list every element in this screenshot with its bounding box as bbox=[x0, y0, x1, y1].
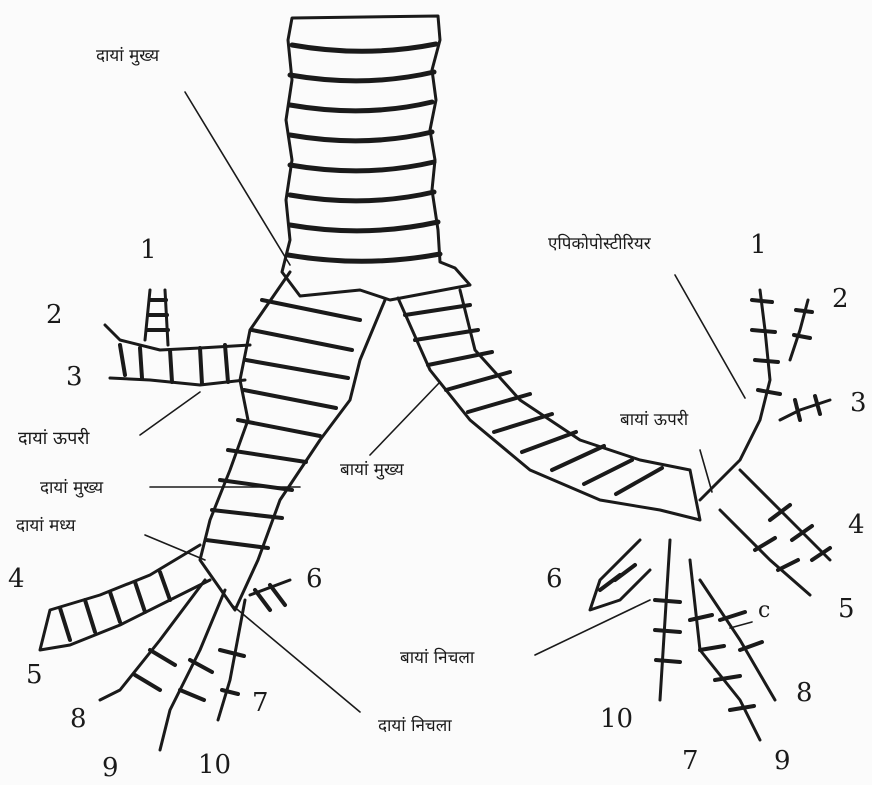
label-right-main-top: दायां मुख्य bbox=[96, 48, 159, 65]
right-segment-1: 1 bbox=[140, 237, 157, 263]
left-segment-1: 1 bbox=[750, 232, 767, 258]
right-segment-9: 9 bbox=[102, 755, 119, 781]
trachea-rings bbox=[288, 44, 440, 261]
left-segment-3: 3 bbox=[850, 390, 867, 416]
label-right-middle: दायां मध्य bbox=[16, 518, 76, 535]
label-left-main: बायां मुख्य bbox=[340, 462, 404, 479]
label-left-lower: बायां निचला bbox=[400, 650, 474, 667]
left-segment-8: 8 bbox=[796, 680, 813, 706]
right-main-rings bbox=[206, 300, 360, 548]
right-segment-10: 10 bbox=[198, 752, 231, 778]
left-segment-10: 10 bbox=[600, 706, 633, 732]
left-segment-5: 5 bbox=[838, 596, 855, 622]
right-segment-4: 4 bbox=[8, 566, 25, 592]
right-upper-rings bbox=[120, 300, 228, 384]
right-segment-8: 8 bbox=[70, 706, 87, 732]
right-middle-rings bbox=[60, 572, 170, 640]
right-segment-6: 6 bbox=[306, 566, 323, 592]
left-segment-7: 7 bbox=[682, 748, 699, 774]
label-apicoposterior: एपिकोपोस्टीरियर bbox=[548, 236, 651, 253]
left-segment-9: 9 bbox=[774, 748, 791, 774]
right-segment-7: 7 bbox=[252, 690, 269, 716]
label-left-upper: बायां ऊपरी bbox=[620, 412, 688, 429]
label-right-main-mid: दायां मुख्य bbox=[40, 480, 103, 497]
label-right-lower: दायां निचला bbox=[378, 718, 452, 735]
right-segment-5: 5 bbox=[26, 662, 43, 688]
right-segment-3: 3 bbox=[66, 364, 83, 390]
right-segment-2: 2 bbox=[46, 302, 63, 328]
left-upper-rings bbox=[752, 300, 830, 570]
right-middle-branch bbox=[40, 545, 210, 650]
left-segment-6: 6 bbox=[546, 566, 563, 592]
left-segment-4: 4 bbox=[848, 512, 865, 538]
left-main-rings bbox=[405, 305, 662, 494]
leader-lines bbox=[140, 92, 752, 712]
right-main-bronchus bbox=[200, 272, 385, 610]
left-main-bronchus bbox=[398, 290, 700, 520]
label-right-upper: दायां ऊपरी bbox=[18, 430, 89, 448]
label-segment-c: c bbox=[758, 600, 770, 622]
left-upper-branch bbox=[700, 290, 830, 595]
left-segment-2: 2 bbox=[832, 286, 849, 312]
